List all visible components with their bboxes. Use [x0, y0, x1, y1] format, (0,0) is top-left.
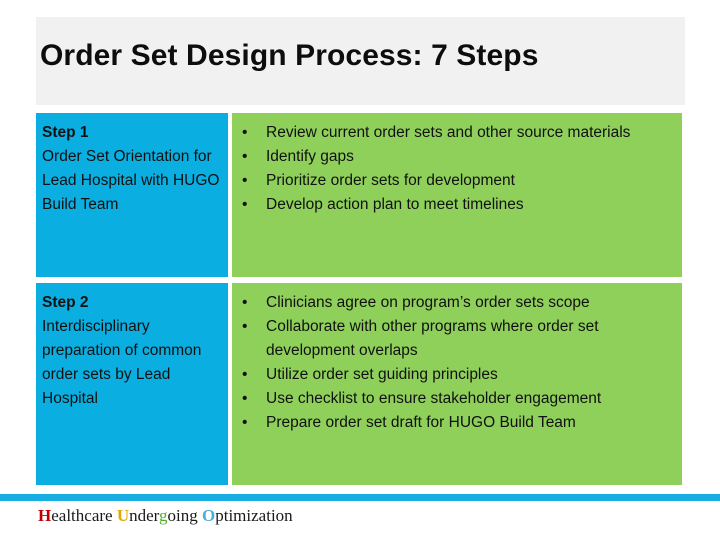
list-item: • Utilize order set guiding principles	[232, 363, 674, 387]
list-item-text: Utilize order set guiding principles	[266, 366, 498, 383]
list-item: • Review current order sets and other sou…	[232, 121, 674, 145]
list-item-text: Review current order sets and other sour…	[266, 124, 631, 141]
list-item: • Clinicians agree on program’s order set…	[232, 291, 674, 315]
page-title: Order Set Design Process: 7 Steps	[40, 39, 539, 72]
bullet-icon: •	[242, 124, 248, 141]
list-item-text: Clinicians agree on program’s order sets…	[266, 294, 590, 311]
step-description: Order Set Orientation for Lead Hospital …	[42, 148, 220, 213]
footer-branding: Healthcare Undergoing Optimization	[38, 506, 293, 526]
bullet-list-1: • Review current order sets and other sou…	[232, 121, 674, 217]
list-item-text: Collaborate with other programs where or…	[266, 318, 599, 359]
list-item-text: Prioritize order sets for development	[266, 172, 515, 189]
step-name: Step 1	[42, 124, 89, 141]
footer-segment: ptimization	[215, 506, 293, 525]
bullet-icon: •	[242, 148, 248, 165]
list-item-text: Identify gaps	[266, 148, 354, 165]
list-item: • Develop action plan to meet timelines	[232, 193, 674, 217]
step-name: Step 2	[42, 294, 89, 311]
footer-segment: ealthcare	[51, 506, 117, 525]
list-item: • Identify gaps	[232, 145, 674, 169]
list-item-text: Prepare order set draft for HUGO Build T…	[266, 414, 576, 431]
bullet-icon: •	[242, 318, 248, 335]
step-bullets-cell-2: • Clinicians agree on program’s order set…	[232, 283, 682, 485]
footer-segment: nder	[129, 506, 160, 525]
list-item: • Prioritize order sets for development	[232, 169, 674, 193]
bullet-icon: •	[242, 366, 248, 383]
list-item-text: Develop action plan to meet timelines	[266, 196, 524, 213]
footer-segment: U	[116, 506, 130, 525]
bullet-icon: •	[242, 414, 248, 431]
footer-segment: g	[159, 506, 168, 525]
step-description: Interdisciplinary preparation of common …	[42, 318, 202, 407]
bullet-list-2: • Clinicians agree on program’s order set…	[232, 291, 674, 435]
steps-table: Step 1 Order Set Orientation for Lead Ho…	[36, 113, 682, 485]
step-label-cell-1: Step 1 Order Set Orientation for Lead Ho…	[36, 113, 228, 277]
footer-segment: H	[38, 506, 52, 525]
list-item: • Collaborate with other programs where o…	[232, 315, 674, 363]
bullet-icon: •	[242, 196, 248, 213]
list-item: • Use checklist to ensure stakeholder eng…	[232, 387, 674, 411]
table-row: Step 2 Interdisciplinary preparation of …	[36, 283, 682, 485]
footer-divider	[0, 494, 720, 501]
table-row: Step 1 Order Set Orientation for Lead Ho…	[36, 113, 682, 277]
title-band: Order Set Design Process: 7 Steps	[36, 17, 685, 105]
footer-segment: O	[202, 506, 216, 525]
bullet-icon: •	[242, 172, 248, 189]
list-item-text: Use checklist to ensure stakeholder enga…	[266, 390, 602, 407]
step-label-cell-2: Step 2 Interdisciplinary preparation of …	[36, 283, 228, 485]
bullet-icon: •	[242, 390, 248, 407]
bullet-icon: •	[242, 294, 248, 311]
step-bullets-cell-1: • Review current order sets and other sou…	[232, 113, 682, 277]
footer-segment: oing	[167, 506, 202, 525]
list-item: • Prepare order set draft for HUGO Build …	[232, 411, 674, 435]
